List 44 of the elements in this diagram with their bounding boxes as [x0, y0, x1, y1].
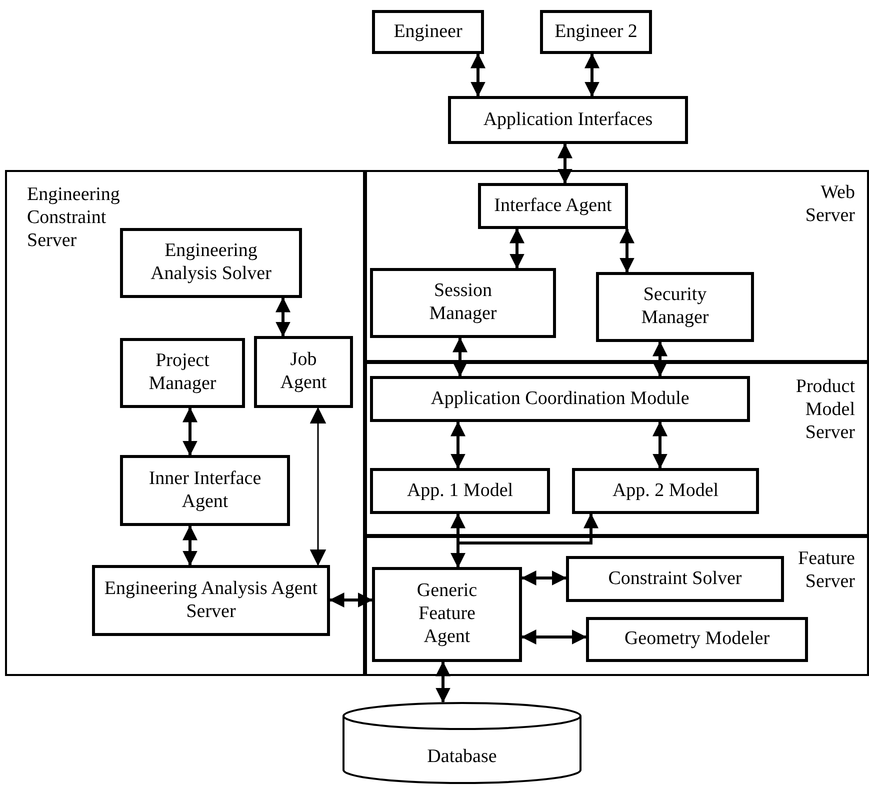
component-box: Engineering Analysis Agent Server — [92, 565, 330, 636]
component-box: Session Manager — [370, 268, 556, 338]
arrow — [584, 53, 600, 97]
component-box: Job Agent — [254, 336, 353, 408]
component-box: Generic Feature Agent — [372, 567, 522, 662]
component-box: Application Coordination Module — [370, 376, 750, 422]
component-box: Inner Interface Agent — [120, 455, 290, 526]
component-box: Application Interfaces — [448, 96, 688, 144]
arrow — [652, 341, 668, 377]
arrow — [450, 421, 466, 469]
component-box: Engineer — [372, 10, 484, 54]
arrow — [452, 337, 468, 377]
component-box: Constraint Solver — [566, 556, 784, 602]
component-box: Interface Agent — [478, 183, 628, 229]
arrow — [521, 630, 587, 644]
arrow — [620, 228, 634, 273]
arrow — [436, 661, 450, 703]
database-cylinder: Database — [342, 702, 582, 784]
server-heading: Feature Server — [797, 548, 855, 594]
arrow — [470, 53, 486, 97]
server-band — [365, 536, 869, 676]
server-heading: Web Server — [804, 182, 855, 228]
server-heading: Engineering Constraint Server — [27, 184, 121, 252]
server-band — [365, 170, 869, 362]
server-band — [365, 362, 869, 536]
component-box: Engineer 2 — [540, 10, 652, 54]
arrow — [652, 421, 668, 469]
arrow — [510, 228, 524, 269]
server-panel — [5, 170, 365, 676]
component-box: Security Manager — [596, 272, 754, 342]
arrow — [329, 592, 373, 608]
component-box: Project Manager — [120, 338, 245, 408]
arrow — [450, 513, 598, 568]
component-box: Geometry Modeler — [586, 617, 808, 662]
arrow — [310, 407, 326, 566]
arrow — [558, 143, 572, 184]
arrow — [276, 297, 290, 337]
arrow — [182, 407, 198, 456]
component-box: App. 2 Model — [572, 468, 759, 514]
arrow — [182, 525, 198, 566]
component-box: Engineering Analysis Solver — [120, 228, 302, 298]
arrow — [521, 570, 567, 586]
component-box: App. 1 Model — [370, 468, 550, 514]
server-heading: Product Model Server — [794, 376, 855, 444]
